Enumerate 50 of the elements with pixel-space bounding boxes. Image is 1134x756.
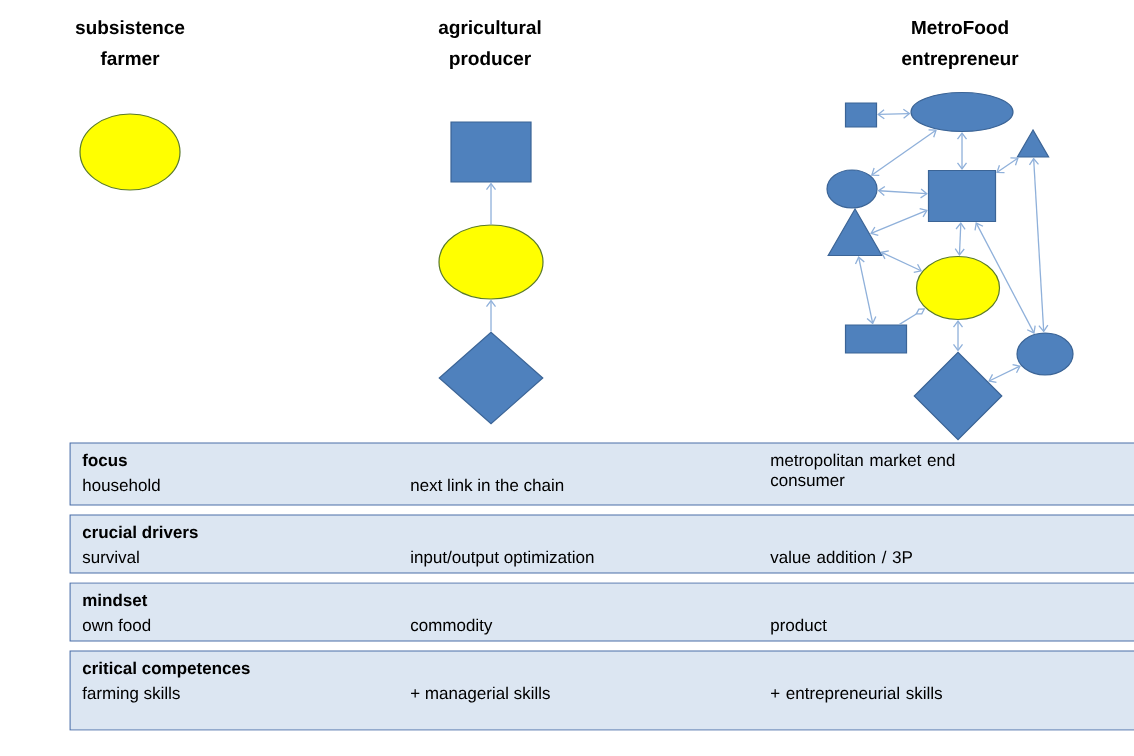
column-heading: MetroFood entrepreneur <box>902 20 1019 69</box>
ellipse-shape <box>915 255 1001 321</box>
ellipse-shape <box>1016 332 1074 376</box>
cell-text: product <box>771 618 827 635</box>
ellipse-shape <box>826 169 878 209</box>
column-heading: agricultural producer <box>438 20 541 69</box>
rectangle-shape <box>927 169 997 223</box>
cell-text: farming skills <box>82 686 180 703</box>
band-heading: mindset <box>83 593 148 607</box>
table-band <box>69 582 1134 642</box>
ellipse-shape <box>79 113 181 191</box>
diamond-shape <box>913 351 1003 441</box>
arrow <box>996 157 1019 174</box>
rectangle-shape <box>844 324 908 354</box>
arrow <box>956 132 968 170</box>
arrow <box>877 185 928 199</box>
arrow <box>954 222 966 256</box>
cell-text: metropolitan market end consumer <box>770 453 955 487</box>
table-band <box>69 442 1134 506</box>
arrow <box>1028 157 1049 333</box>
arrow <box>877 108 911 120</box>
diamond-shape <box>438 331 544 425</box>
cell-text: value addition / 3P <box>770 550 912 564</box>
ellipse-shape <box>438 224 544 300</box>
cell-text: household <box>83 478 160 492</box>
band-heading: critical competences <box>82 661 250 678</box>
cell-text: input/output optimization <box>411 550 594 567</box>
cell-text: next link in the chain <box>411 478 564 492</box>
arrow <box>880 250 923 273</box>
arrow <box>870 207 928 236</box>
rectangle-shape <box>844 102 878 128</box>
ellipse-shape <box>910 91 1014 133</box>
arrow <box>870 129 937 177</box>
table-band <box>69 514 1134 574</box>
cell-text: own food <box>82 618 151 632</box>
table-band <box>69 650 1134 731</box>
arrow <box>952 320 964 352</box>
arrow <box>485 182 497 226</box>
arrow <box>854 256 877 325</box>
column-heading: subsistence farmer <box>75 20 185 66</box>
cell-text: commodity <box>410 618 493 635</box>
arrow <box>974 222 1036 334</box>
arrow <box>988 364 1021 384</box>
rectangle-shape <box>450 121 532 183</box>
cell-text: + managerial skills <box>411 686 550 703</box>
band-heading: focus <box>82 453 127 467</box>
arrow <box>485 299 497 333</box>
band-heading: crucial drivers <box>82 525 198 539</box>
cell-text: + entrepreneurial skills <box>771 686 942 703</box>
cell-text: survival <box>82 550 139 564</box>
